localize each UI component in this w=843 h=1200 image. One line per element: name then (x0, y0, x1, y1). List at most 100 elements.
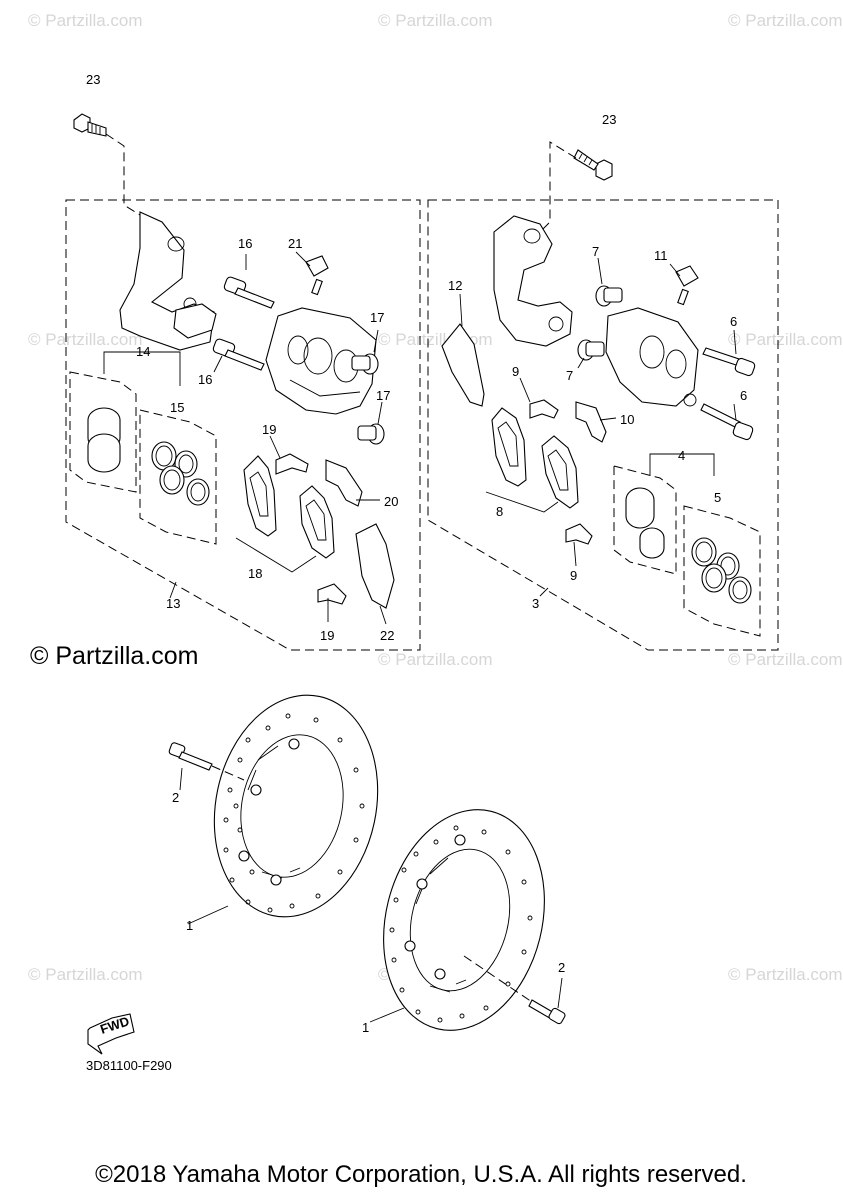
piston-icon (625, 487, 665, 559)
pad-shim-icon (355, 523, 395, 609)
leader-line (269, 435, 281, 459)
bleed-screw-icon (305, 255, 329, 296)
watermark-text: © Partzilla.com (28, 330, 143, 349)
leader-line (105, 133, 141, 216)
slide-pin-icon (223, 276, 275, 309)
left-assembly-boundary (65, 199, 421, 651)
brake-pad-icon (491, 407, 527, 487)
watermark-text: © Partzilla.com (728, 330, 843, 349)
leader-line (213, 355, 223, 373)
brake-pad-icon (299, 485, 335, 559)
leader-line (573, 541, 577, 567)
watermark-main: © Partzilla.com (30, 642, 198, 670)
callout-18: 18 (248, 566, 262, 581)
pin-boot-icon (357, 423, 385, 445)
callout-1: 1 (362, 1020, 369, 1035)
leader-line (459, 293, 463, 327)
leader-line (539, 141, 577, 233)
seal-kit-boundary (139, 409, 217, 545)
piston-set-boundary (613, 465, 677, 575)
leader-line (599, 417, 617, 421)
callout-6: 6 (730, 314, 737, 329)
leader-line (649, 453, 715, 476)
leader-line (211, 765, 245, 781)
pad-spring-icon (575, 401, 607, 443)
caliper-bracket-icon (119, 211, 217, 351)
leader-line (377, 401, 383, 425)
leader-line (669, 263, 681, 277)
callout-7: 7 (592, 244, 599, 259)
pad-clip-icon (529, 399, 559, 419)
pad-spring-icon (325, 459, 363, 507)
callout-4: 4 (678, 448, 685, 463)
callout-11: 11 (654, 248, 668, 263)
leader-line (379, 605, 387, 625)
pin-boot-icon (595, 285, 623, 307)
callout-19: 19 (320, 628, 334, 643)
leader-line (519, 377, 531, 403)
watermark-text: © Partzilla.com (728, 650, 843, 669)
leader-line (169, 581, 177, 599)
leader-line (577, 357, 585, 369)
brake-pad-icon (541, 435, 579, 509)
leader-line (733, 403, 737, 421)
seal-kit-boundary (683, 505, 761, 637)
callout-3: 3 (532, 596, 539, 611)
watermark-text: © Partzilla.com (728, 965, 843, 984)
pad-clip-icon (317, 583, 347, 605)
callout-6: 6 (740, 388, 747, 403)
callout-8: 8 (496, 504, 503, 519)
watermark-text: © Partzilla.com (28, 965, 143, 984)
bleed-screw-icon (675, 265, 699, 306)
leader-line (369, 1007, 405, 1023)
watermark-text: © Partzilla.com (378, 330, 493, 349)
watermark-text: © Partzilla.com (378, 11, 493, 30)
caliper-body-icon (265, 307, 377, 415)
bolt-icon (573, 149, 613, 181)
leader-line (557, 977, 563, 1009)
callout-numbers: 23 23 16 21 17 14 16 17 15 19 20 18 13 1… (86, 72, 747, 1035)
brake-disc-left (213, 694, 379, 918)
callout-1: 1 (186, 918, 193, 933)
watermark-text: © Partzilla.com (728, 11, 843, 30)
callout-16: 16 (238, 236, 252, 251)
caliper-body-icon (605, 307, 699, 407)
diagram-code: 3D81100-F290 (86, 1058, 172, 1073)
slide-pin-icon (700, 403, 754, 441)
leader-line (373, 329, 379, 353)
pad-shim-icon (441, 323, 485, 407)
leader-line (103, 351, 181, 386)
watermark-text: © Partzilla.com (378, 650, 493, 669)
leader-line (179, 767, 183, 791)
leader-line (235, 537, 317, 573)
leader-line (485, 491, 559, 513)
fwd-arrow-icon: FWD (87, 1013, 135, 1055)
callout-7: 7 (566, 368, 573, 383)
leader-line (733, 329, 737, 355)
pad-clip-icon (565, 523, 593, 545)
callout-5: 5 (714, 490, 721, 505)
callout-17: 17 (376, 388, 390, 403)
callout-23: 23 (602, 112, 616, 127)
piston-set-boundary (69, 371, 137, 493)
pin-boot-icon (351, 353, 379, 375)
callout-9: 9 (512, 364, 519, 379)
left-caliper-assembly (65, 113, 421, 651)
callout-20: 20 (384, 494, 398, 509)
piston-icon (87, 407, 121, 473)
callout-2: 2 (558, 960, 565, 975)
callout-2: 2 (172, 790, 179, 805)
callout-12: 12 (448, 278, 462, 293)
callout-21: 21 (288, 236, 302, 251)
callout-17: 17 (370, 310, 384, 325)
pin-boot-icon (577, 339, 605, 361)
leader-line (539, 587, 549, 597)
pad-clip-icon (275, 453, 309, 475)
right-assembly-boundary (427, 199, 779, 651)
seal-ring-icon (151, 441, 210, 506)
bolt-icon (73, 113, 107, 137)
copyright-notice: ©2018 Yamaha Motor Corporation, U.S.A. A… (95, 1161, 747, 1188)
callout-13: 13 (166, 596, 180, 611)
callout-9: 9 (570, 568, 577, 583)
